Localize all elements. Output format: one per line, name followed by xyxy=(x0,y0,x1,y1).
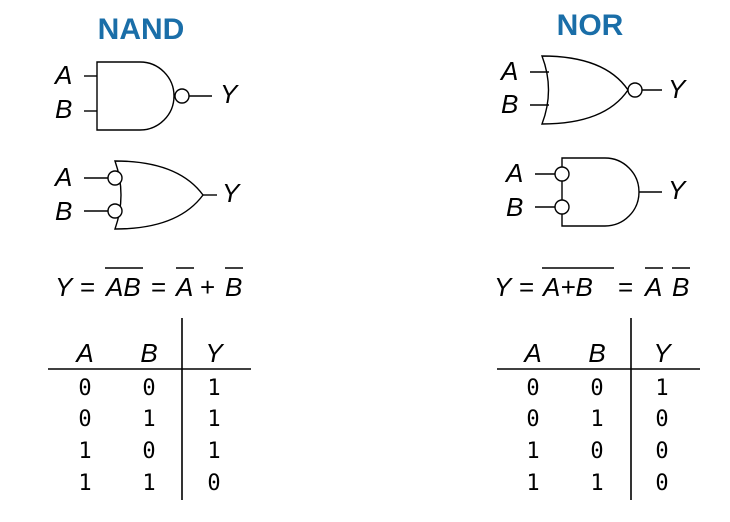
nand-input-b-label: B xyxy=(55,94,72,124)
nand-tt-header-b: B xyxy=(140,338,157,368)
nor-alt-output-label: Y xyxy=(668,175,687,205)
nand-tt-cell: 1 xyxy=(207,439,220,464)
nand-tt-cell: 0 xyxy=(78,407,91,432)
nor-tt-cell: 0 xyxy=(526,376,539,401)
nand-eq-a: A xyxy=(174,272,193,302)
nand-tt-cell: 1 xyxy=(207,407,220,432)
nand-alt-input-b-label: B xyxy=(55,196,72,226)
nand-eq-b: B xyxy=(225,272,242,302)
nor-tt-header-y: Y xyxy=(653,338,672,368)
nor-tt-header-a: A xyxy=(522,338,541,368)
nand-eq-lhs: Y xyxy=(55,272,74,302)
nor-equation: Y = A+B = A B xyxy=(494,267,690,302)
and-gate-body xyxy=(561,157,640,227)
nand-panel: NAND A B Y A B Y Y = xyxy=(48,13,251,500)
nand-tt-cell: 1 xyxy=(78,439,91,464)
nor-gate-symbol: A B Y xyxy=(499,55,687,125)
nand-tt-header-y: Y xyxy=(205,338,224,368)
nor-eq-equals-2: = xyxy=(618,272,633,302)
nand-tt-cell: 0 xyxy=(142,439,155,464)
nand-alt-output-label: Y xyxy=(222,178,241,208)
nor-input-a-label: A xyxy=(499,56,518,86)
nand-alt-gate-symbol: A B Y xyxy=(53,160,241,230)
nand-eq-equals-2: = xyxy=(151,272,166,302)
input-a-inversion-bubble xyxy=(554,166,570,182)
or-gate-body xyxy=(540,55,629,125)
nor-tt-cell: 1 xyxy=(526,471,539,496)
input-b-inversion-bubble xyxy=(107,203,123,219)
nor-eq-expr1: A+B xyxy=(541,272,593,302)
nand-tt-cell: 1 xyxy=(142,407,155,432)
inversion-bubble xyxy=(627,82,643,98)
nor-tt-cell: 0 xyxy=(655,439,668,464)
nand-eq-plus: + xyxy=(200,272,215,302)
nor-tt-cell: 0 xyxy=(526,407,539,432)
nand-equation-text: Y = AB = A + B xyxy=(55,272,242,302)
nor-tt-cell: 0 xyxy=(655,407,668,432)
nor-tt-header-b: B xyxy=(588,338,605,368)
nand-gate-symbol: A B Y xyxy=(53,60,239,131)
nor-panel: NOR A B Y A B Y Y = xyxy=(494,9,700,500)
nand-eq-expr1: AB xyxy=(104,272,141,302)
inversion-bubble xyxy=(174,88,190,104)
nand-tt-header-a: A xyxy=(74,338,93,368)
nor-output-label: Y xyxy=(668,74,687,104)
nand-tt-cell: 1 xyxy=(142,471,155,496)
or-gate-body xyxy=(114,160,204,230)
input-b-inversion-bubble xyxy=(554,199,570,215)
nand-eq-equals-1: = xyxy=(80,272,95,302)
nor-alt-input-a-label: A xyxy=(504,158,523,188)
nor-truth-table: A B Y 0 0 1 0 1 0 1 0 0 1 1 0 xyxy=(497,318,700,500)
nand-input-a-label: A xyxy=(53,60,72,90)
nor-tt-cell: 1 xyxy=(590,471,603,496)
nand-equation: Y = AB = A + B xyxy=(55,267,243,302)
nor-eq-b: B xyxy=(672,272,689,302)
nand-tt-cell: 0 xyxy=(207,471,220,496)
nor-alt-gate-symbol: A B Y xyxy=(504,157,687,227)
nand-truth-table: A B Y 0 0 1 0 1 1 1 0 1 1 1 0 xyxy=(48,318,251,500)
input-a-inversion-bubble xyxy=(107,170,123,186)
nand-tt-cell: 1 xyxy=(78,471,91,496)
nor-equation-text: Y = A+B = A B xyxy=(494,272,689,302)
nor-tt-cell: 1 xyxy=(590,407,603,432)
nand-tt-cell: 0 xyxy=(142,376,155,401)
nor-title: NOR xyxy=(557,9,624,42)
nor-tt-cell: 0 xyxy=(655,471,668,496)
nand-title: NAND xyxy=(98,13,185,46)
nand-tt-cell: 0 xyxy=(78,376,91,401)
nand-tt-cell: 1 xyxy=(207,376,220,401)
nor-alt-input-b-label: B xyxy=(506,192,523,222)
nor-eq-equals-1: = xyxy=(519,272,534,302)
nor-tt-cell: 1 xyxy=(655,376,668,401)
nor-tt-cell: 0 xyxy=(590,376,603,401)
nor-eq-a: A xyxy=(643,272,662,302)
nor-tt-cell: 1 xyxy=(526,439,539,464)
nor-tt-cell: 0 xyxy=(590,439,603,464)
and-gate-body xyxy=(96,61,175,131)
nor-input-b-label: B xyxy=(501,89,518,119)
nand-output-label: Y xyxy=(220,79,239,109)
nor-eq-lhs: Y xyxy=(494,272,513,302)
nand-alt-input-a-label: A xyxy=(53,162,72,192)
